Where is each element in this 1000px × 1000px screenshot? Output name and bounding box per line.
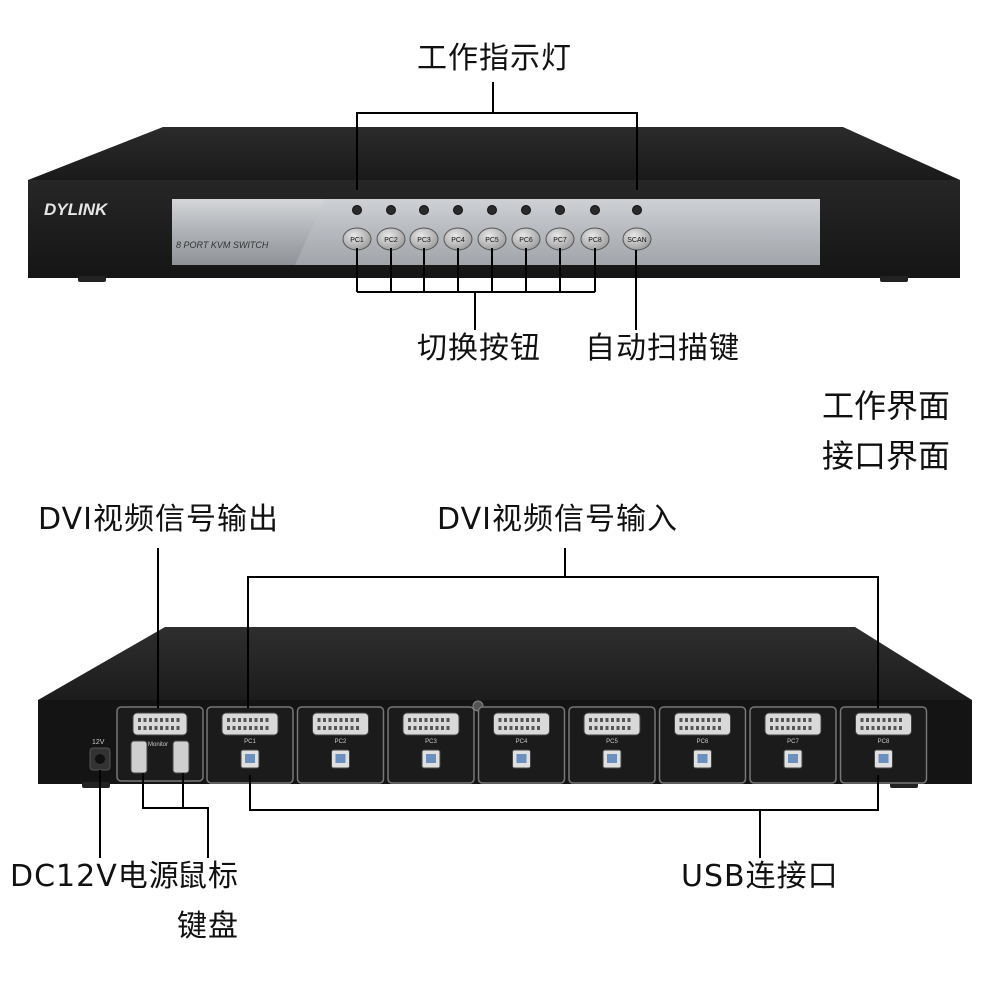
pc-switch-button[interactable]: PC4 (443, 227, 473, 251)
pc-port-group: PC6 (658, 706, 747, 784)
keyboard-callout: 键盘 (177, 909, 239, 944)
led-indicator (632, 205, 642, 215)
interface-section-title: 接口界面 (822, 437, 951, 475)
rear-chassis-top (38, 627, 972, 700)
power-label: 12V (92, 739, 105, 746)
pc-port-label: PC8 (878, 739, 890, 745)
keyboard-port (130, 740, 148, 774)
switch-buttons-callout: 切换按钮 (417, 331, 541, 366)
pc-port-label: PC5 (606, 739, 618, 745)
pc-port-label: PC6 (697, 739, 709, 745)
usb-callout: USB连接口 (681, 859, 839, 894)
auto-scan-callout: 自动扫描键 (585, 331, 740, 366)
dvi-input-port (402, 712, 460, 736)
led-indicator (487, 205, 497, 215)
pc-switch-button-label: PC6 (519, 237, 533, 244)
dvi-in-callout: DVI视频信号输入 (437, 502, 678, 537)
scan-button-label: SCAN (627, 237, 646, 244)
brand-logo: DYLINK (44, 200, 109, 219)
pc-switch-button-label: PC4 (451, 237, 465, 244)
dvi-output-port (132, 712, 188, 736)
indicator-callout: 工作指示灯 (417, 41, 572, 76)
working-section-title: 工作界面 (822, 387, 951, 425)
led-indicator (352, 205, 362, 215)
dvi-input-port (583, 712, 641, 736)
pc-port-group: PC1 (206, 706, 294, 784)
pc-port-group: PC2 (296, 706, 385, 784)
led-indicator (419, 205, 429, 215)
mouse-port (172, 740, 190, 774)
dvi-input-port (855, 712, 912, 736)
dvi-input-port (221, 712, 279, 736)
front-chassis-top (28, 127, 960, 180)
front-view: DYLINK 8 PORT KVM SWITCH PC1 PC2 PC3 PC4 PC5… (28, 82, 960, 330)
dvi-out-callout: DVI视频信号输出 (38, 502, 279, 537)
dvi-input-port (493, 712, 550, 736)
pc-switch-button-label: PC5 (485, 237, 499, 244)
pc-switch-button-label: PC2 (384, 237, 398, 244)
monitor-label: Monitor (148, 742, 168, 748)
pc-port-group: PC5 (568, 706, 656, 784)
pc-port-group: PC7 (749, 706, 837, 784)
pc-switch-button-label: PC8 (588, 237, 602, 244)
pc-port-group: PC8 (839, 706, 928, 784)
dvi-input-port (312, 712, 369, 736)
pc-port-group: PC3 (387, 706, 475, 784)
pc-port-label: PC4 (516, 739, 528, 745)
led-indicator (521, 205, 531, 215)
led-indicator (453, 205, 463, 215)
pc-switch-button-label: PC3 (417, 237, 431, 244)
pc-switch-button-label: PC7 (553, 237, 567, 244)
pc-port-label: PC7 (787, 739, 799, 745)
mouse-callout: 鼠标 (177, 859, 239, 894)
pc-switch-button-label: PC1 (350, 237, 364, 244)
power-callout: DC12V电源 (10, 859, 180, 894)
pc-port-label: PC3 (425, 739, 437, 745)
model-label: 8 PORT KVM SWITCH (176, 240, 269, 250)
led-indicator (555, 205, 565, 215)
led-indicator (386, 205, 396, 215)
dvi-input-port (764, 712, 822, 736)
pc-port-label: PC1 (244, 739, 256, 745)
pc-port-group: PC4 (477, 706, 566, 784)
led-indicator (590, 205, 600, 215)
pc-port-label: PC2 (335, 739, 347, 745)
dvi-input-port (674, 712, 731, 736)
